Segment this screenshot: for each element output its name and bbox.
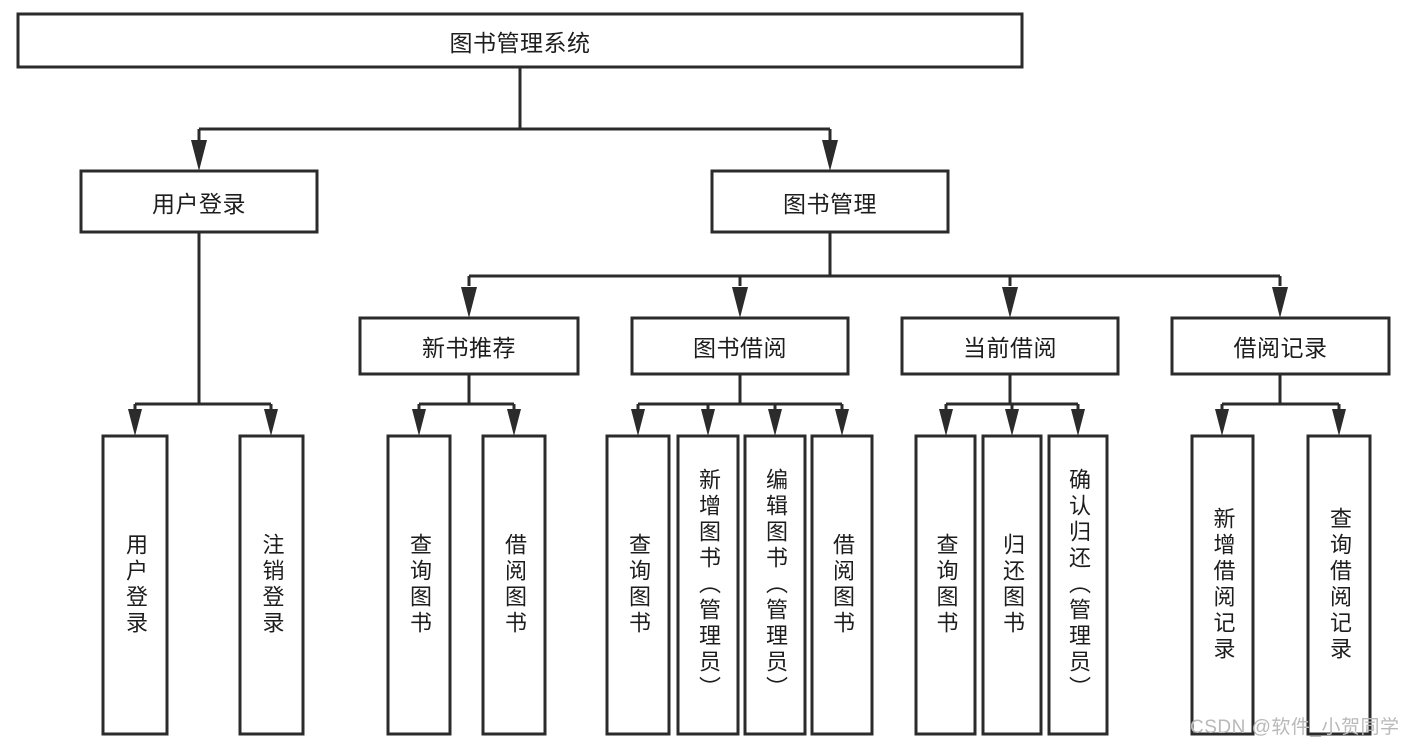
node-box-leaf-user-login-1[interactable] (238, 434, 305, 736)
node-box-leaf-book-borrow-3[interactable] (810, 434, 874, 736)
node-box-book-borrow[interactable] (630, 316, 850, 376)
node-box-leaf-current-borrow-1[interactable] (981, 434, 1043, 736)
node-box-leaf-book-borrow-0[interactable] (605, 434, 671, 736)
arrow-head-leaf-book-borrow-2 (768, 409, 782, 436)
arrow-head-current-borrow (1002, 287, 1018, 318)
node-box-leaf-book-borrow-2[interactable] (743, 434, 807, 736)
arrow-head-leaf-new-book-1 (507, 409, 521, 436)
arrow-head-leaf-current-borrow-1 (1005, 409, 1019, 436)
node-box-book-management[interactable] (710, 169, 950, 234)
node-box-borrow-record[interactable] (1170, 316, 1391, 376)
node-box-leaf-borrow-record-0[interactable] (1190, 434, 1255, 736)
node-box-leaf-user-login-0[interactable] (101, 434, 169, 736)
arrow-head-leaf-current-borrow-0 (939, 409, 953, 436)
arrow-head-leaf-borrow-record-0 (1215, 409, 1229, 436)
arrow-head-leaf-user-login-1 (264, 409, 278, 436)
watermark-text: CSDN @软件_小贺同学 (1190, 717, 1400, 738)
arrow-head-leaf-book-borrow-3 (835, 409, 849, 436)
arrow-head-borrow-record (1272, 287, 1288, 318)
arrow-head-leaf-new-book-0 (412, 409, 426, 436)
node-box-leaf-new-book-0[interactable] (386, 434, 452, 736)
arrow-head-leaf-book-borrow-1 (701, 409, 715, 436)
node-box-current-borrow[interactable] (900, 316, 1120, 376)
node-box-leaf-borrow-record-1[interactable] (1306, 434, 1372, 736)
arrow-head-leaf-book-borrow-0 (631, 409, 645, 436)
node-box-leaf-current-borrow-2[interactable] (1047, 434, 1109, 736)
node-box-leaf-book-borrow-1[interactable] (676, 434, 740, 736)
node-box-new-book-recommend[interactable] (358, 316, 580, 376)
node-box-user-login[interactable] (79, 169, 319, 234)
arrow-head-leaf-user-login-0 (128, 409, 142, 436)
arrow-head-leaf-current-borrow-2 (1071, 409, 1085, 436)
arrow-head-leaf-borrow-record-1 (1332, 409, 1346, 436)
arrow-head-new-book-recommend (461, 287, 477, 318)
arrow-head-book-borrow (732, 287, 748, 318)
node-box-leaf-new-book-1[interactable] (481, 434, 547, 736)
node-box-leaf-current-borrow-0[interactable] (914, 434, 977, 736)
arrow-head-book-management (822, 140, 838, 171)
node-box-root[interactable] (16, 12, 1024, 69)
arrow-head-user-login (191, 140, 207, 171)
